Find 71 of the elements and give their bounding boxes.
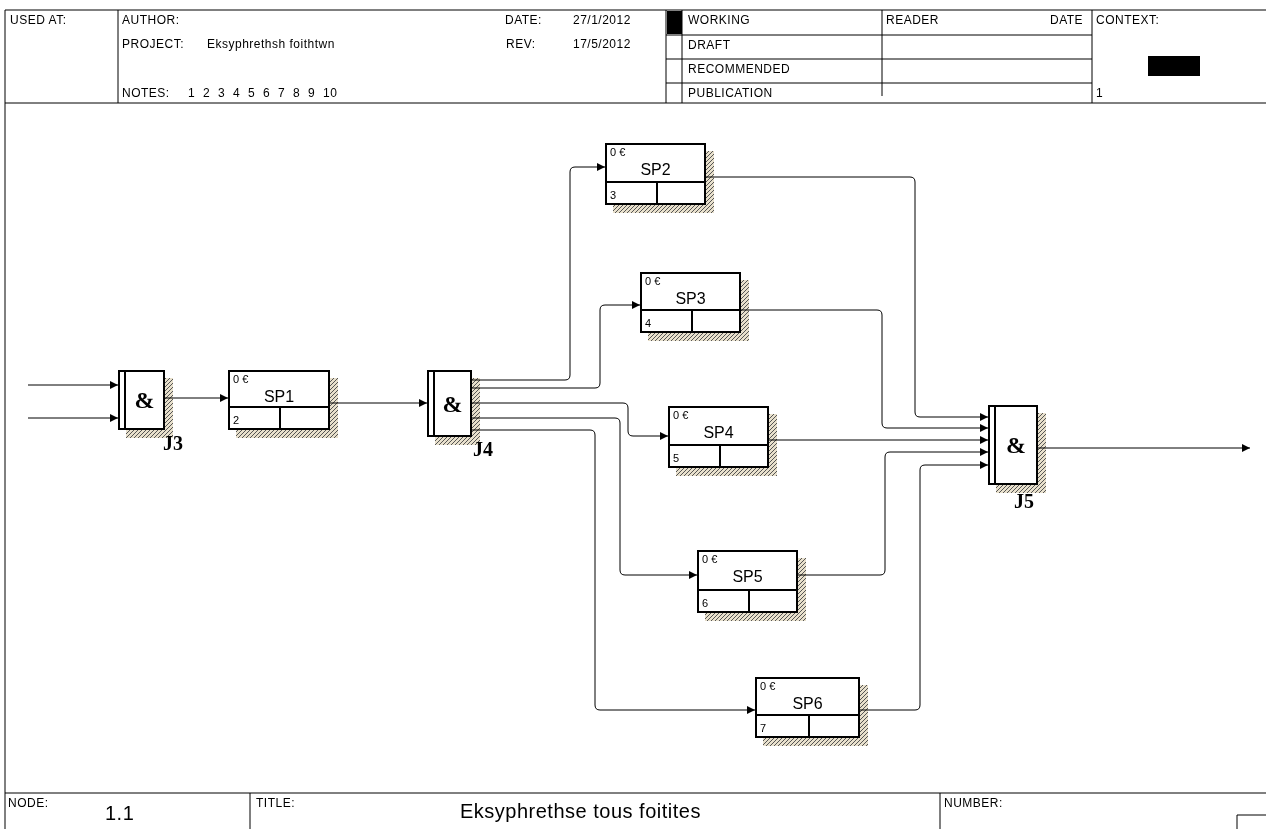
arrow	[164, 394, 229, 402]
arrow	[27, 414, 119, 422]
field-label: NOTES:	[122, 86, 170, 100]
field-label: DRAFT	[688, 38, 731, 52]
arrow	[471, 301, 641, 389]
arrow	[329, 399, 428, 407]
process-name: SP4	[702, 424, 735, 442]
field-label: WORKING	[688, 13, 751, 27]
process-number: 7	[760, 722, 767, 735]
arrow	[471, 417, 698, 579]
process-name: SP6	[791, 695, 824, 713]
arrow	[27, 381, 119, 389]
arrow	[768, 436, 989, 444]
field-value: 27/1/2012	[573, 13, 631, 27]
cost-text: 0 €	[645, 275, 661, 288]
junction-symbol: &	[134, 386, 155, 415]
field-value: Eksyphrethsh foithtwn	[207, 37, 335, 51]
junction-box	[988, 405, 1038, 485]
process-box	[755, 677, 860, 738]
field-label: PROJECT:	[122, 37, 184, 51]
junction-symbol: &	[1006, 431, 1026, 460]
process-box	[640, 272, 741, 333]
field-label: TITLE:	[256, 796, 295, 810]
process-box	[668, 406, 769, 468]
arrow	[859, 461, 989, 711]
field-label: RECOMMENDED	[688, 62, 791, 76]
field-label: REV:	[506, 37, 536, 51]
process-number: 2	[233, 414, 240, 427]
arrow	[471, 402, 669, 440]
cost-text: 0 €	[673, 409, 689, 422]
field-label: READER	[886, 13, 939, 27]
node-number: 1.1	[105, 806, 135, 820]
field-label: NODE:	[8, 796, 49, 810]
process-number: 3	[610, 189, 617, 202]
process-name: SP3	[674, 290, 707, 308]
arrow	[797, 448, 989, 576]
process-box	[605, 143, 706, 205]
junction-label: J4	[473, 438, 493, 460]
note-numbers: 1 2 3 4 5 6 7 8 9 10	[188, 86, 338, 100]
diagram-title: Eksyphrethse tous foitites	[460, 800, 701, 822]
arrow	[471, 163, 606, 381]
arrow	[705, 176, 989, 421]
process-name: SP5	[731, 568, 764, 586]
field-label: NUMBER:	[944, 796, 1003, 810]
arrow	[471, 429, 756, 714]
junction-label: J5	[1014, 490, 1034, 512]
process-name: SP2	[639, 161, 672, 179]
junction-box	[427, 370, 472, 437]
arrow	[1037, 444, 1251, 452]
junction-symbol: &	[442, 389, 463, 419]
field-label: DATE:	[505, 13, 542, 27]
arrow	[740, 309, 989, 432]
field-value: 17/5/2012	[573, 37, 631, 51]
field-label: CONTEXT:	[1096, 13, 1160, 27]
cost-text: 0 €	[760, 680, 776, 693]
process-number: 6	[702, 597, 709, 610]
junction-label: J3	[163, 432, 183, 454]
cost-text: 0 €	[610, 146, 626, 159]
process-number: 4	[645, 317, 652, 330]
field-label: PUBLICATION	[688, 86, 773, 100]
process-number: 5	[673, 452, 680, 465]
page-number: 1	[1096, 86, 1104, 100]
field-label: DATE	[1050, 13, 1084, 27]
process-name: SP1	[262, 388, 296, 406]
process-box	[697, 550, 798, 613]
process-box	[228, 370, 330, 430]
junction-box	[118, 370, 165, 430]
cost-text: 0 €	[233, 373, 249, 386]
field-label: AUTHOR:	[122, 13, 180, 27]
cost-text: 0 €	[702, 553, 718, 566]
field-label: USED AT:	[10, 13, 67, 27]
